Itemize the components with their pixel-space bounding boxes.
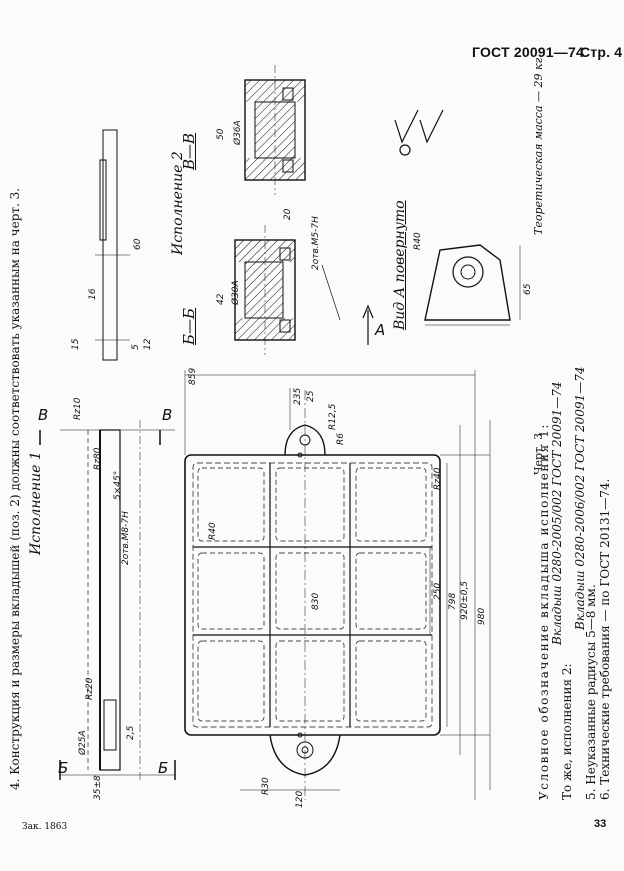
dim-20: 20 (283, 208, 293, 220)
section-vv-label: В—В (180, 132, 198, 170)
arrow-a-label: А (374, 321, 385, 339)
order-number: Зак. 1863 (22, 822, 68, 832)
section-v-v-detail (244, 65, 306, 195)
notes-line2-label: То же, исполнения 2: (560, 663, 574, 800)
dim-920: 920±0,5 (460, 581, 470, 620)
dim-16: 16 (88, 288, 98, 300)
dim-60: 60 (133, 238, 143, 250)
dim-65: 65 (523, 283, 533, 295)
section-bb-label: Б—Б (180, 307, 198, 345)
dim-d25a: Ø25А (77, 730, 88, 756)
dim-50: 50 (216, 128, 226, 140)
dim-5: 5 (131, 344, 141, 350)
mass-label: Теоретическая масса — 29 кг (532, 57, 545, 235)
dim-235: 235 (293, 388, 303, 405)
dim-r40b: R40 (413, 232, 423, 250)
roughness-symbol (394, 109, 444, 156)
profile-strip-upper (95, 129, 130, 361)
standard-code: ГОСТ 20091—74 (472, 44, 584, 60)
letter-b-left: Б (58, 759, 68, 777)
dim-chamfer: 5×45° (113, 471, 123, 500)
page-label: Стр. 4 (580, 44, 623, 60)
dim-rz80: Rz80 (93, 447, 103, 470)
dim-r30: R30 (261, 777, 271, 795)
arrow-a (362, 304, 374, 345)
view-a-label: Вид А повернуто (392, 200, 408, 330)
view-a-detail (424, 244, 521, 326)
dim-250: 250 (433, 583, 443, 600)
letter-v-left: В (38, 406, 48, 424)
dim-r6: R6 (336, 433, 346, 445)
dim-r40: R40 (208, 522, 218, 540)
section-strip-left (39, 420, 176, 780)
notes-line3: 5. Неуказанные радиусы 5—8 мм. (584, 584, 598, 800)
dim-r125: R12,5 (328, 403, 338, 430)
letter-b-right: Б (158, 759, 168, 777)
dim-m5: 2отв.М5-7Н (311, 216, 321, 270)
dim-rz40: Rz40 (433, 467, 443, 490)
page-number: 33 (594, 818, 607, 830)
notes-line1-value: Вкладыш 0280-2005/002 ГОСТ 20091—74 (550, 381, 564, 645)
notes-line4: 6. Технические требования — по ГОСТ 2013… (598, 478, 612, 800)
dim-d30a: Ø30А (230, 280, 241, 306)
letter-v-right: В (162, 406, 172, 424)
dim-35: 35±8 (93, 775, 103, 800)
dim-980: 980 (477, 608, 487, 625)
dim-798: 798 (448, 593, 458, 610)
dim-d36a: Ø36А (232, 120, 243, 146)
dim-25b: 2,5 (126, 725, 136, 740)
dim-859: 859 (188, 368, 198, 385)
dim-120: 120 (295, 791, 305, 808)
dim-15: 15 (71, 338, 81, 350)
dim-42: 42 (216, 293, 226, 305)
dim-m8: 2отв.М8-7Н (121, 511, 131, 565)
section-b-b-detail (234, 225, 341, 355)
dim-25: 25 (306, 390, 316, 402)
dim-830: 830 (311, 593, 321, 610)
main-plate (184, 390, 441, 800)
notes-line1-label: Условное обозначение вкладыша исполнения… (537, 422, 551, 800)
dim-12: 12 (143, 338, 153, 350)
dim-rz10: Rz10 (73, 397, 83, 420)
dim-rz20: Rz20 (85, 677, 95, 700)
plate-dimension-lines (184, 370, 491, 800)
variant1-label: Исполнение 1 (28, 451, 44, 555)
